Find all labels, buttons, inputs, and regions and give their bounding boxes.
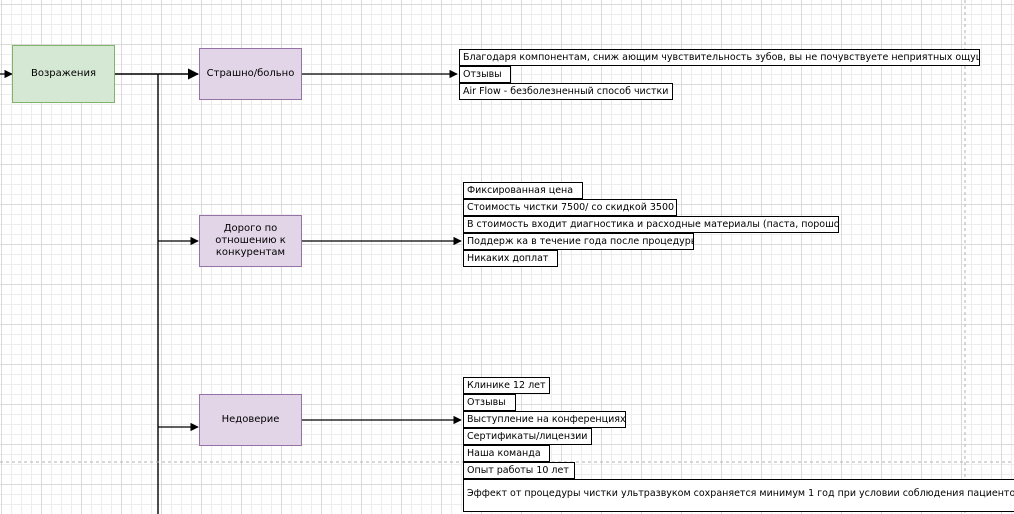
answer-box[interactable]: Отзывы	[459, 66, 511, 83]
category-node-expensive[interactable]: Дорого по отношению к конкурентам	[199, 215, 302, 267]
answer-box[interactable]: Сертификаты/лицензии	[463, 428, 592, 445]
answer-box[interactable]: Air Flow - безболезненный способ чистки	[459, 83, 673, 100]
answer-box[interactable]: В стоимость входит диагностика и расходн…	[463, 216, 839, 233]
answer-box[interactable]: Стоимость чистки 7500/ со скидкой 3500	[463, 199, 677, 216]
answer-box[interactable]: Опыт работы 10 лет	[463, 462, 575, 479]
category-node-distrust[interactable]: Недоверие	[199, 394, 302, 446]
root-node-objections[interactable]: Возражения	[12, 45, 115, 103]
answer-box[interactable]: Благодаря компонентам, сниж ающим чувств…	[459, 49, 980, 66]
answer-box[interactable]: Фиксированная цена	[463, 182, 583, 199]
answer-box[interactable]: Клинике 12 лет	[463, 377, 550, 394]
answer-box[interactable]: Поддерж ка в течение года после процедур…	[463, 233, 694, 250]
answer-box[interactable]: Наша команда	[463, 445, 550, 462]
root-node-label: Возражения	[31, 68, 96, 79]
answer-box[interactable]: Отзывы	[463, 394, 516, 411]
category-label: Недоверие	[221, 414, 280, 425]
answer-box[interactable]: Никаких доплат	[463, 250, 558, 267]
category-node-scary[interactable]: Страшно/больно	[199, 48, 302, 100]
category-label: Дорого по отношению к конкурентам	[215, 223, 286, 258]
answer-box[interactable]: Выступление на конференциях	[463, 411, 626, 428]
answer-box[interactable]: Эффект от процедуры чистки ультразвуком …	[463, 479, 1014, 512]
category-label: Страшно/больно	[206, 68, 295, 79]
